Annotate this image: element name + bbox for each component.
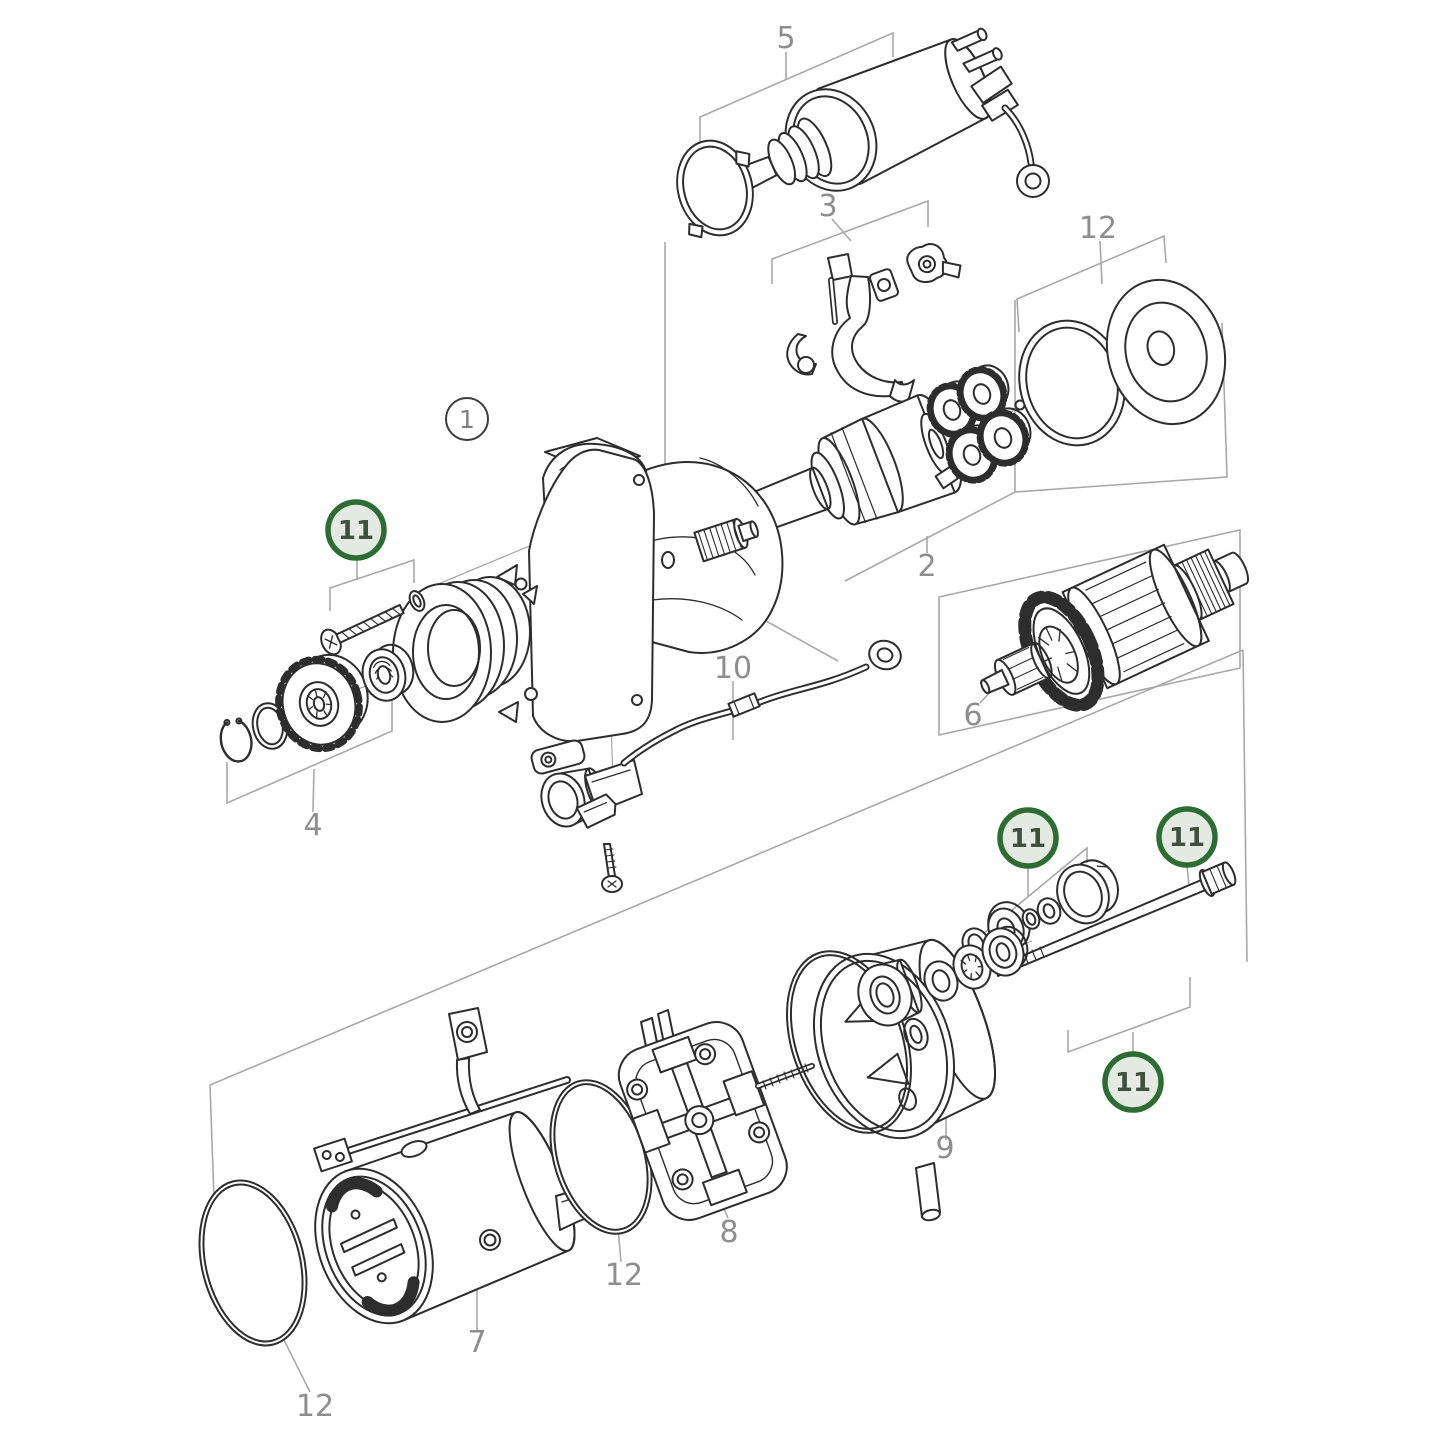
svg-text:11: 11 [1169,823,1205,853]
field-terminal-block-icon [313,1137,353,1173]
svg-text:7: 7 [467,1325,486,1360]
callout-part9: 9 [935,1131,954,1166]
callout-part11-highlight-a[interactable]: 11 [325,499,387,561]
svg-text:6: 6 [963,698,982,733]
callout-part12-mid: 12 [605,1258,643,1293]
end-bracket-o-ring-icon [786,950,912,1134]
callout-part1: 1 [445,397,489,441]
bearing-kit-upper [961,859,1119,961]
svg-text:2: 2 [917,549,936,584]
callouts: 5 3 12 1 2 6 10 4 9 8 7 [296,21,1218,1424]
leader-part3 [831,218,852,242]
washer-shim-kit-top [1014,278,1227,447]
callout-part5: 5 [776,21,795,56]
ground-cable [575,639,902,893]
svg-text:9: 9 [935,1131,954,1166]
highlight-circle-icon[interactable] [1156,806,1218,868]
callout-part6: 6 [963,698,982,733]
armature [980,543,1250,712]
highlight-circle-icon[interactable] [325,499,387,561]
pinion-gear-kit [219,643,415,763]
drive-housing [392,437,784,828]
callout-part4: 4 [303,808,322,843]
svg-text:12: 12 [605,1258,643,1293]
o-ring-mid [549,1079,653,1235]
svg-text:11: 11 [1115,1068,1151,1098]
callout-part11-highlight-d[interactable]: 11 [1102,1051,1164,1113]
circlip-icon [219,717,253,763]
svg-text:12: 12 [296,1389,334,1424]
callout-part11-highlight-c[interactable]: 11 [1156,806,1218,868]
leader-part4 [312,768,315,813]
callout-part7: 7 [467,1325,486,1360]
callout-part3: 3 [818,189,837,224]
svg-text:12: 12 [1079,211,1117,246]
svg-text:4: 4 [303,808,322,843]
svg-text:8: 8 [719,1215,738,1250]
through-bolt [995,861,1237,977]
callout-part2: 2 [917,549,936,584]
callout-part12-left: 12 [296,1389,334,1424]
cable-clamp-icon [575,793,617,829]
svg-text:1: 1 [459,405,475,434]
highlight-circle-icon[interactable] [1102,1051,1164,1113]
frame-center-zone-right [844,322,1228,582]
svg-text:5: 5 [776,21,795,56]
brush-holder [617,1009,815,1221]
callout-part11-highlight-b[interactable]: 11 [997,807,1059,869]
bearing-kit-lower [857,925,1029,1027]
o-ring-left [198,1179,308,1347]
frame-armature [938,529,1241,736]
frame-bottom-zone-right [1242,649,1248,963]
bracket-bearing-lower [1067,977,1191,1054]
brush-box-icon [651,1035,698,1074]
solenoid-boot-ring [676,139,754,239]
callout-part10: 10 [714,651,752,686]
callout-part12-top: 12 [1079,211,1117,246]
cup-bushing-icon [1056,859,1119,925]
field-yoke-housing [313,1007,597,1325]
bracket-part5 [699,31,894,143]
drive-lever-fork [786,243,962,403]
leader-part11-c [1186,865,1190,886]
roller-bushing-icon [857,958,923,1027]
pinion-shaft-stub-icon [693,518,759,563]
svg-text:11: 11 [1010,824,1046,854]
pivot-knob-icon [906,243,962,283]
leader-part12-left [279,1331,311,1393]
svg-text:10: 10 [714,651,752,686]
callout-part8: 8 [719,1215,738,1250]
frame-bottom-zone-top [209,649,1244,1086]
mounting-screw-kit [320,590,426,656]
bracket-part4 [226,699,393,805]
svg-text:11: 11 [338,516,374,546]
bracket-part12-top [1016,234,1167,333]
highlight-circle-icon[interactable] [997,807,1059,869]
leader-part12-top [1099,240,1103,285]
pinion-gear-icon [275,653,369,753]
part1-circle-icon [445,397,489,441]
planetary-gear-set [926,364,1032,484]
bracket-part3 [771,199,929,284]
bracket-part11-screw [329,558,415,611]
solenoid-assembly [676,27,1050,239]
svg-text:3: 3 [818,189,837,224]
